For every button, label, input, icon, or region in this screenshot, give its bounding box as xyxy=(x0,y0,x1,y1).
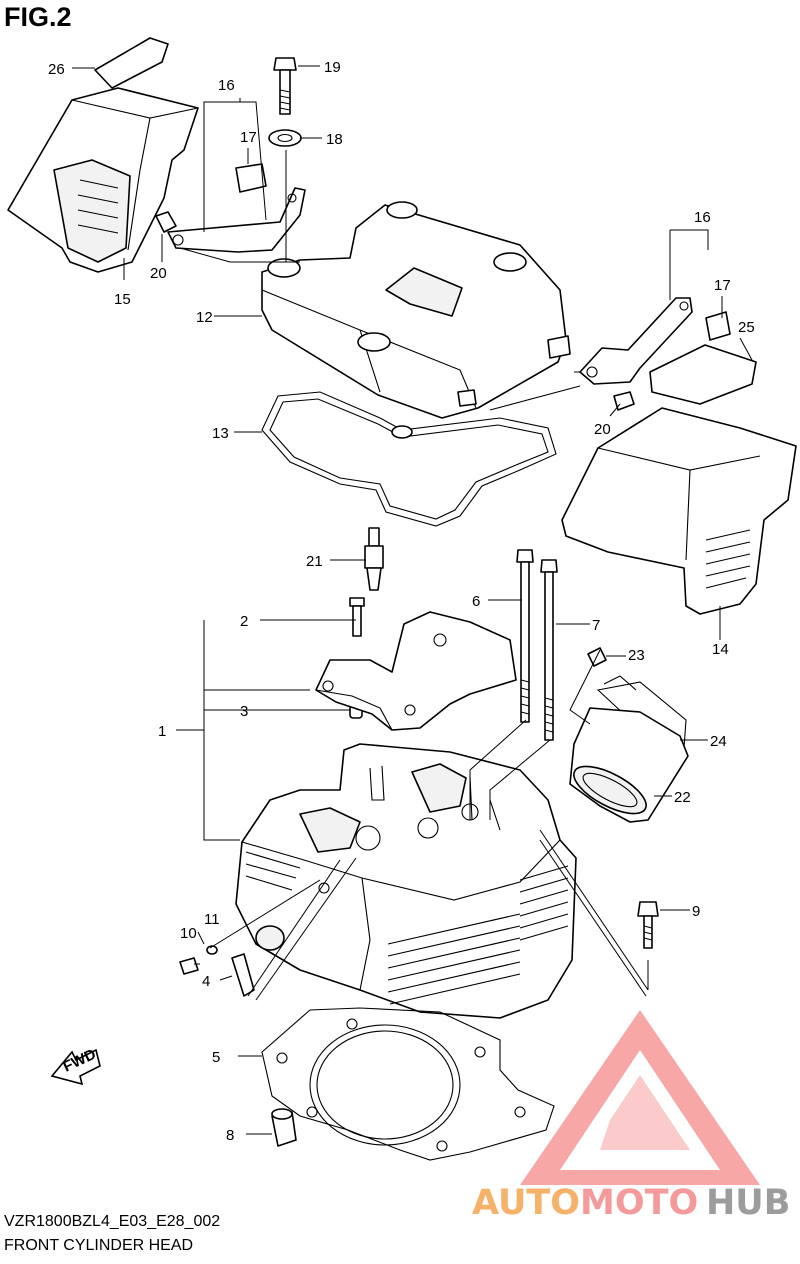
callout-14: 14 xyxy=(712,641,729,658)
fwd-arrow-icon: FWD xyxy=(50,1046,101,1086)
part-16-bracket-right xyxy=(579,297,693,385)
callout-17-left: 17 xyxy=(240,129,257,146)
part-7-bolt xyxy=(540,559,558,741)
model-code: VZR1800BZL4_E03_E28_002 xyxy=(4,1213,221,1230)
callout-12: 12 xyxy=(196,309,213,326)
part-17-damper-left xyxy=(235,163,267,193)
callout-7: 7 xyxy=(592,617,600,634)
callout-numbers: 26 15 16 17 18 19 20 12 13 16 17 25 20 1… xyxy=(48,59,755,1144)
callout-4: 4 xyxy=(202,973,210,990)
part-4-fitting xyxy=(231,953,255,997)
watermark-word-moto: MOTO xyxy=(580,1183,698,1223)
part-26-pad xyxy=(94,37,169,89)
part-5-head-gasket xyxy=(261,1007,555,1161)
part-21-spark-plug xyxy=(364,527,384,591)
part-12-head-cover xyxy=(261,201,571,419)
part-10-bolt xyxy=(179,957,199,975)
part-18-washer xyxy=(268,129,302,147)
part-17-damper-right xyxy=(705,311,731,341)
part-15-cover-left xyxy=(7,87,199,273)
part-8-dowel xyxy=(271,1108,297,1147)
callout-20-right: 20 xyxy=(594,421,611,438)
callout-3: 3 xyxy=(240,703,248,720)
callout-5: 5 xyxy=(212,1049,220,1066)
watermark-word-auto: AUTO xyxy=(472,1183,580,1223)
callout-6: 6 xyxy=(472,593,480,610)
callout-20-left: 20 xyxy=(150,265,167,282)
callout-15: 15 xyxy=(114,291,131,308)
callout-2: 2 xyxy=(240,613,248,630)
part-9-bolt xyxy=(637,901,659,949)
callout-10: 10 xyxy=(180,925,197,942)
callout-26: 26 xyxy=(48,61,65,78)
part-14-cover-right xyxy=(561,407,797,615)
callout-9: 9 xyxy=(692,903,700,920)
callout-18: 18 xyxy=(326,131,343,148)
callout-19: 19 xyxy=(324,59,341,76)
part-22-intake-pipe xyxy=(569,707,689,823)
part-19-bolt xyxy=(273,57,297,115)
leader-lines xyxy=(72,65,753,1135)
callout-24: 24 xyxy=(710,733,727,750)
callout-16-left: 16 xyxy=(218,77,235,94)
callout-21: 21 xyxy=(306,553,323,570)
part-1-cam-holder xyxy=(315,611,517,731)
figure-title: FIG.2 xyxy=(4,2,72,32)
callout-25: 25 xyxy=(738,319,755,336)
part-16-bracket-left xyxy=(167,187,306,253)
automotohub-logo xyxy=(520,1010,760,1185)
part-2-bolt xyxy=(349,597,365,637)
part-25-pad xyxy=(649,344,757,405)
part-6-bolt xyxy=(516,549,534,723)
watermark-word-hub: HUB xyxy=(706,1183,790,1223)
figure-caption: FRONT CYLINDER HEAD xyxy=(4,1237,194,1254)
part-20-bolt-left xyxy=(155,211,177,233)
callout-16-right: 16 xyxy=(694,209,711,226)
callout-1: 1 xyxy=(158,723,166,740)
callout-23: 23 xyxy=(628,647,645,664)
callout-17-right: 17 xyxy=(714,277,731,294)
part-13-gasket xyxy=(261,391,557,527)
callout-22: 22 xyxy=(674,789,691,806)
cylinder-head xyxy=(235,743,577,1019)
callout-8: 8 xyxy=(226,1127,234,1144)
automotohub-watermark: AUTO MOTO HUB xyxy=(472,1183,790,1223)
callout-13: 13 xyxy=(212,425,229,442)
part-11-washer xyxy=(206,945,218,955)
callout-11: 11 xyxy=(204,911,220,928)
